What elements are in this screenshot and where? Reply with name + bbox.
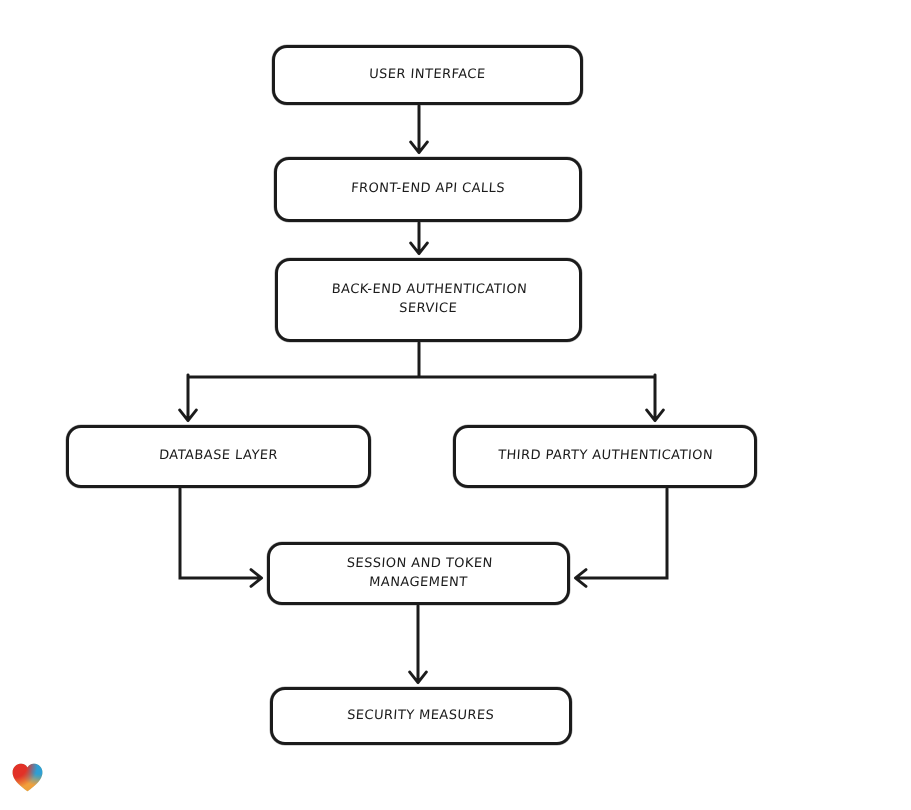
edge-database-to-session <box>178 487 263 588</box>
node-session-and-token-management: SESSION AND TOKEN MANAGEMENT <box>267 542 570 605</box>
node-database-layer: DATABASE LAYER <box>66 425 371 488</box>
node-user-interface: USER INTERFACE <box>272 45 583 105</box>
node-front-end-api-calls: FRONT-END API CALLS <box>274 157 582 222</box>
node-back-end-authentication-service: BACK-END AUTHENTICATION SERVICE <box>275 258 582 342</box>
node-label: USER INTERFACE <box>368 66 487 82</box>
node-label: SESSION AND TOKEN MANAGEMENT <box>345 555 493 590</box>
node-security-measures: SECURITY MEASURES <box>270 687 572 745</box>
node-label: THIRD PARTY AUTHENTICATION <box>497 448 714 464</box>
node-label: FRONT-END API CALLS <box>350 181 506 197</box>
heart-icon <box>12 763 43 792</box>
node-label: DATABASE LAYER <box>158 448 279 464</box>
edge-thirdparty-to-session <box>574 487 669 588</box>
node-label: BACK-END AUTHENTICATION SERVICE <box>330 282 528 316</box>
node-third-party-authentication: THIRD PARTY AUTHENTICATION <box>453 425 757 488</box>
node-label: SECURITY MEASURES <box>346 707 496 723</box>
gradient-heart-logo[interactable] <box>10 760 45 795</box>
